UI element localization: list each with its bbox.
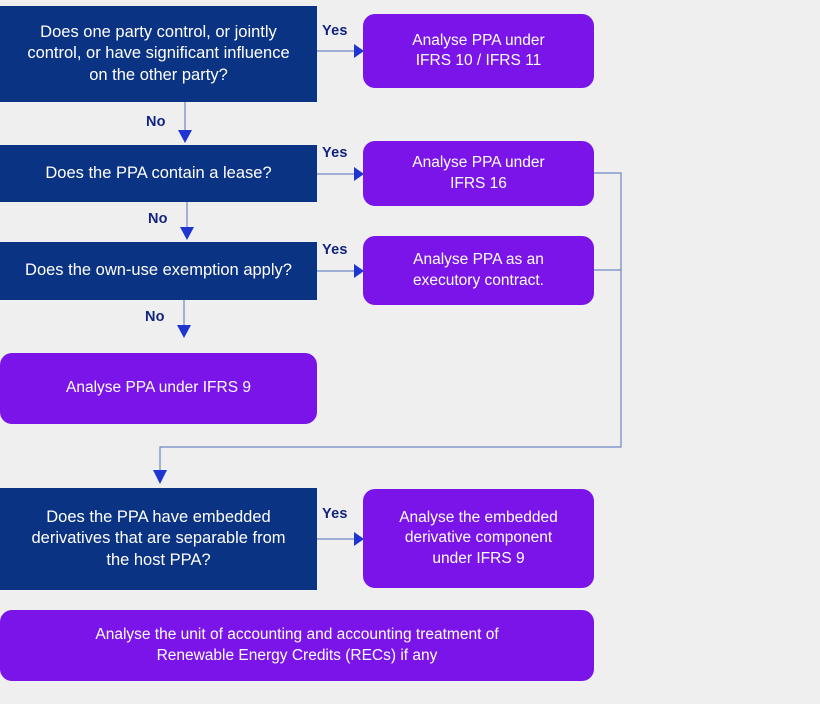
outcome-ifrs16[interactable]: Analyse PPA under IFRS 16 (363, 141, 594, 206)
decision-own-use-exemption[interactable]: Does the own-use exemption apply? (0, 242, 317, 300)
edge-label-lease-no: No (148, 211, 168, 227)
outcome-embedded-derivative-ifrs9[interactable]: Analyse the embedded derivative componen… (363, 489, 594, 588)
edge-label-embedded-yes: Yes (322, 506, 348, 522)
edge-label-lease-yes: Yes (322, 145, 348, 161)
edge-label-ownuse-no: No (145, 309, 165, 325)
edge-label-control-yes: Yes (322, 23, 348, 39)
connector-embedded-yes (317, 532, 364, 546)
edge-label-ownuse-yes: Yes (322, 242, 348, 258)
decision-control-influence[interactable]: Does one party control, or jointly contr… (0, 6, 317, 102)
outcome-renewable-energy-credits[interactable]: Analyse the unit of accounting and accou… (0, 610, 594, 681)
connector-ownuse-no (177, 300, 191, 338)
outcome-ifrs10-ifrs11[interactable]: Analyse PPA under IFRS 10 / IFRS 11 (363, 14, 594, 88)
connector-ifrs16-to-embedded (153, 172, 622, 484)
connector-control-no (178, 102, 192, 143)
outcome-executory-contract[interactable]: Analyse PPA as an executory contract. (363, 236, 594, 305)
connector-lease-yes (317, 167, 364, 181)
connector-control-yes (317, 44, 364, 58)
connector-lease-no (180, 202, 194, 240)
decision-embedded-derivatives[interactable]: Does the PPA have embedded derivatives t… (0, 488, 317, 590)
decision-contains-lease[interactable]: Does the PPA contain a lease? (0, 145, 317, 202)
connector-ownuse-yes (317, 264, 364, 278)
edge-label-control-no: No (146, 114, 166, 130)
outcome-ifrs9[interactable]: Analyse PPA under IFRS 9 (0, 353, 317, 424)
